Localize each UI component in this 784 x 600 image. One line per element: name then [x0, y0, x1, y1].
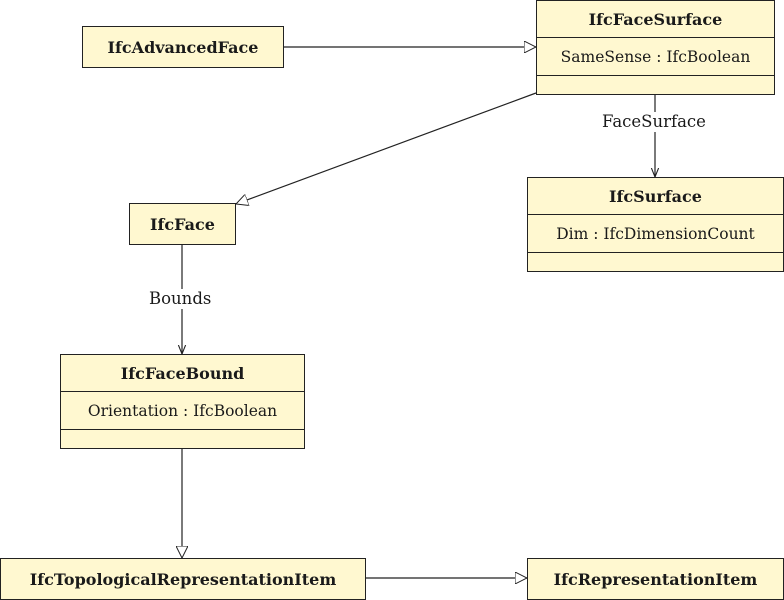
class-name: IfcFace [150, 214, 215, 234]
class-attribute: Orientation : IfcBoolean [61, 391, 304, 429]
class-ifcrepresentationitem[interactable]: IfcRepresentationItem [527, 558, 784, 600]
association-label-bounds: Bounds [147, 289, 214, 309]
class-name: IfcRepresentationItem [553, 569, 758, 589]
class-operations [61, 429, 304, 448]
class-name: IfcTopologicalRepresentationItem [29, 569, 337, 589]
class-name: IfcAdvancedFace [107, 37, 259, 57]
class-operations [537, 75, 774, 94]
class-ifctopologicalrepresentationitem[interactable]: IfcTopologicalRepresentationItem [0, 558, 366, 600]
class-name: IfcFaceBound [120, 363, 245, 383]
class-ifcsurface[interactable]: IfcSurface Dim : IfcDimensionCount [527, 177, 784, 272]
class-operations [528, 252, 783, 271]
class-ifcfacebound[interactable]: IfcFaceBound Orientation : IfcBoolean [60, 354, 305, 449]
class-name: IfcFaceSurface [588, 9, 723, 29]
class-ifcfacesurface[interactable]: IfcFaceSurface SameSense : IfcBoolean [536, 0, 775, 95]
generalization-facesurface-face [236, 92, 537, 204]
association-label-facesurface: FaceSurface [600, 112, 708, 132]
class-ifcface[interactable]: IfcFace [129, 203, 236, 245]
class-attribute: SameSense : IfcBoolean [537, 37, 774, 75]
class-ifcadvancedface[interactable]: IfcAdvancedFace [82, 26, 284, 68]
class-name: IfcSurface [609, 186, 702, 206]
class-attribute: Dim : IfcDimensionCount [528, 214, 783, 252]
